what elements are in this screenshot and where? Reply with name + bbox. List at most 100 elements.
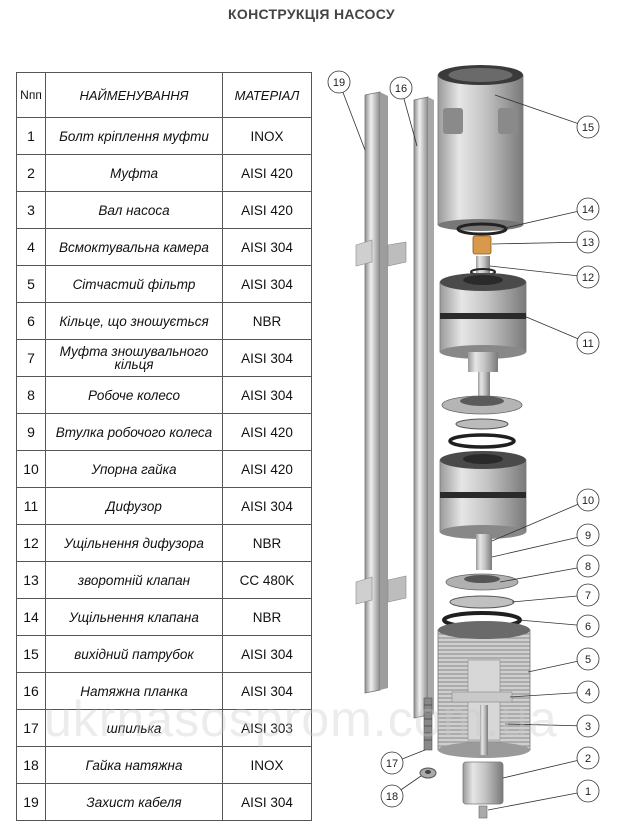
row-name: Ущільнення клапана	[45, 598, 223, 636]
tension-nut-18	[419, 767, 437, 779]
row-name: Ущільнення дифузора	[45, 524, 223, 562]
callout-label-14: 14	[582, 204, 594, 216]
callout-label-16: 16	[395, 83, 407, 95]
callout-leader-14	[504, 208, 589, 229]
row-name: Робоче колесо	[45, 376, 223, 414]
callout-label-2: 2	[585, 753, 591, 765]
row-num: 16	[16, 672, 46, 710]
seal-upper	[448, 433, 516, 449]
callout-circle-9	[576, 523, 600, 547]
coupling-bolt-1	[478, 805, 488, 819]
row-material: INOX	[222, 746, 312, 784]
row-num: 13	[16, 561, 46, 599]
callout-leader-9	[491, 534, 589, 558]
callout-leader-1	[487, 790, 589, 811]
callout-label-9: 9	[585, 530, 591, 542]
row-num: 17	[16, 709, 46, 747]
callout-circle-7	[576, 583, 600, 607]
callout-leader-3	[504, 723, 589, 727]
row-name: Всмоктувальна камера	[45, 228, 223, 266]
coupling-2	[462, 761, 504, 805]
row-num: 9	[16, 413, 46, 451]
row-num: 12	[16, 524, 46, 562]
callout-label-19: 19	[333, 77, 345, 89]
row-name: Вал насоса	[45, 191, 223, 229]
row-num: 6	[16, 302, 46, 340]
row-name: вихідний патрубок	[45, 635, 223, 673]
row-num: 3	[16, 191, 46, 229]
row-material: NBR	[222, 302, 312, 340]
callout-label-18: 18	[386, 791, 398, 803]
row-material: AISI 420	[222, 191, 312, 229]
row-num: 11	[16, 487, 46, 525]
callout-leader-13	[491, 241, 589, 245]
row-material: AISI 304	[222, 339, 312, 377]
row-name: Дифузор	[45, 487, 223, 525]
row-material: INOX	[222, 117, 312, 155]
wear-ring-upper	[455, 418, 509, 430]
row-material: NBR	[222, 598, 312, 636]
pump-shaft-3	[480, 705, 488, 755]
row-material: AISI 303	[222, 709, 312, 747]
callout-leader-15	[494, 94, 589, 128]
callout-circle-2	[576, 746, 600, 770]
callout-circle-1	[576, 779, 600, 803]
row-material: AISI 304	[222, 672, 312, 710]
header-material: МАТЕРІАЛ	[222, 72, 312, 118]
row-material: AISI 304	[222, 265, 312, 303]
callout-label-5: 5	[585, 654, 591, 666]
callout-leader-7	[511, 594, 589, 603]
row-name: Сітчастий фільтр	[45, 265, 223, 303]
callout-circle-11	[576, 331, 600, 355]
row-name: Кільце, що зношується	[45, 302, 223, 340]
row-name: зворотній клапан	[45, 561, 223, 599]
valve-seal-14	[456, 222, 508, 236]
impeller-upper	[441, 395, 523, 415]
row-material: AISI 304	[222, 783, 312, 821]
row-material: AISI 420	[222, 154, 312, 192]
row-name: Захист кабеля	[45, 783, 223, 821]
row-name: Болт кріплення муфти	[45, 117, 223, 155]
outlet-15	[437, 65, 524, 231]
callout-circle-12	[576, 265, 600, 289]
callout-label-15: 15	[582, 122, 594, 134]
row-num: 14	[16, 598, 46, 636]
row-material: AISI 304	[222, 635, 312, 673]
row-num: 18	[16, 746, 46, 784]
impeller-8	[445, 573, 519, 591]
callout-circle-8	[576, 554, 600, 578]
callout-circle-13	[576, 230, 600, 254]
callout-label-6: 6	[585, 621, 591, 633]
row-material: AISI 304	[222, 228, 312, 266]
thrust-nut-10	[476, 534, 492, 548]
callout-circle-14	[576, 197, 600, 221]
callout-label-1: 1	[585, 786, 591, 798]
row-num: 10	[16, 450, 46, 488]
row-name: шпилька	[45, 709, 223, 747]
callout-label-4: 4	[585, 687, 591, 699]
callout-circle-17	[380, 751, 404, 775]
row-num: 2	[16, 154, 46, 192]
table-header-row: Nпп НАЙМЕНУВАННЯ МАТЕРІАЛ	[16, 72, 312, 118]
impeller-sleeve-9	[476, 548, 492, 570]
callout-label-7: 7	[585, 590, 591, 602]
diffuser-11	[439, 273, 527, 372]
callout-circle-19	[327, 70, 351, 94]
callout-label-11: 11	[582, 338, 593, 350]
row-material: CC 480K	[222, 561, 312, 599]
callout-leader-10	[491, 499, 589, 542]
callout-leader-19	[338, 81, 366, 151]
row-name: Натяжна планка	[45, 672, 223, 710]
